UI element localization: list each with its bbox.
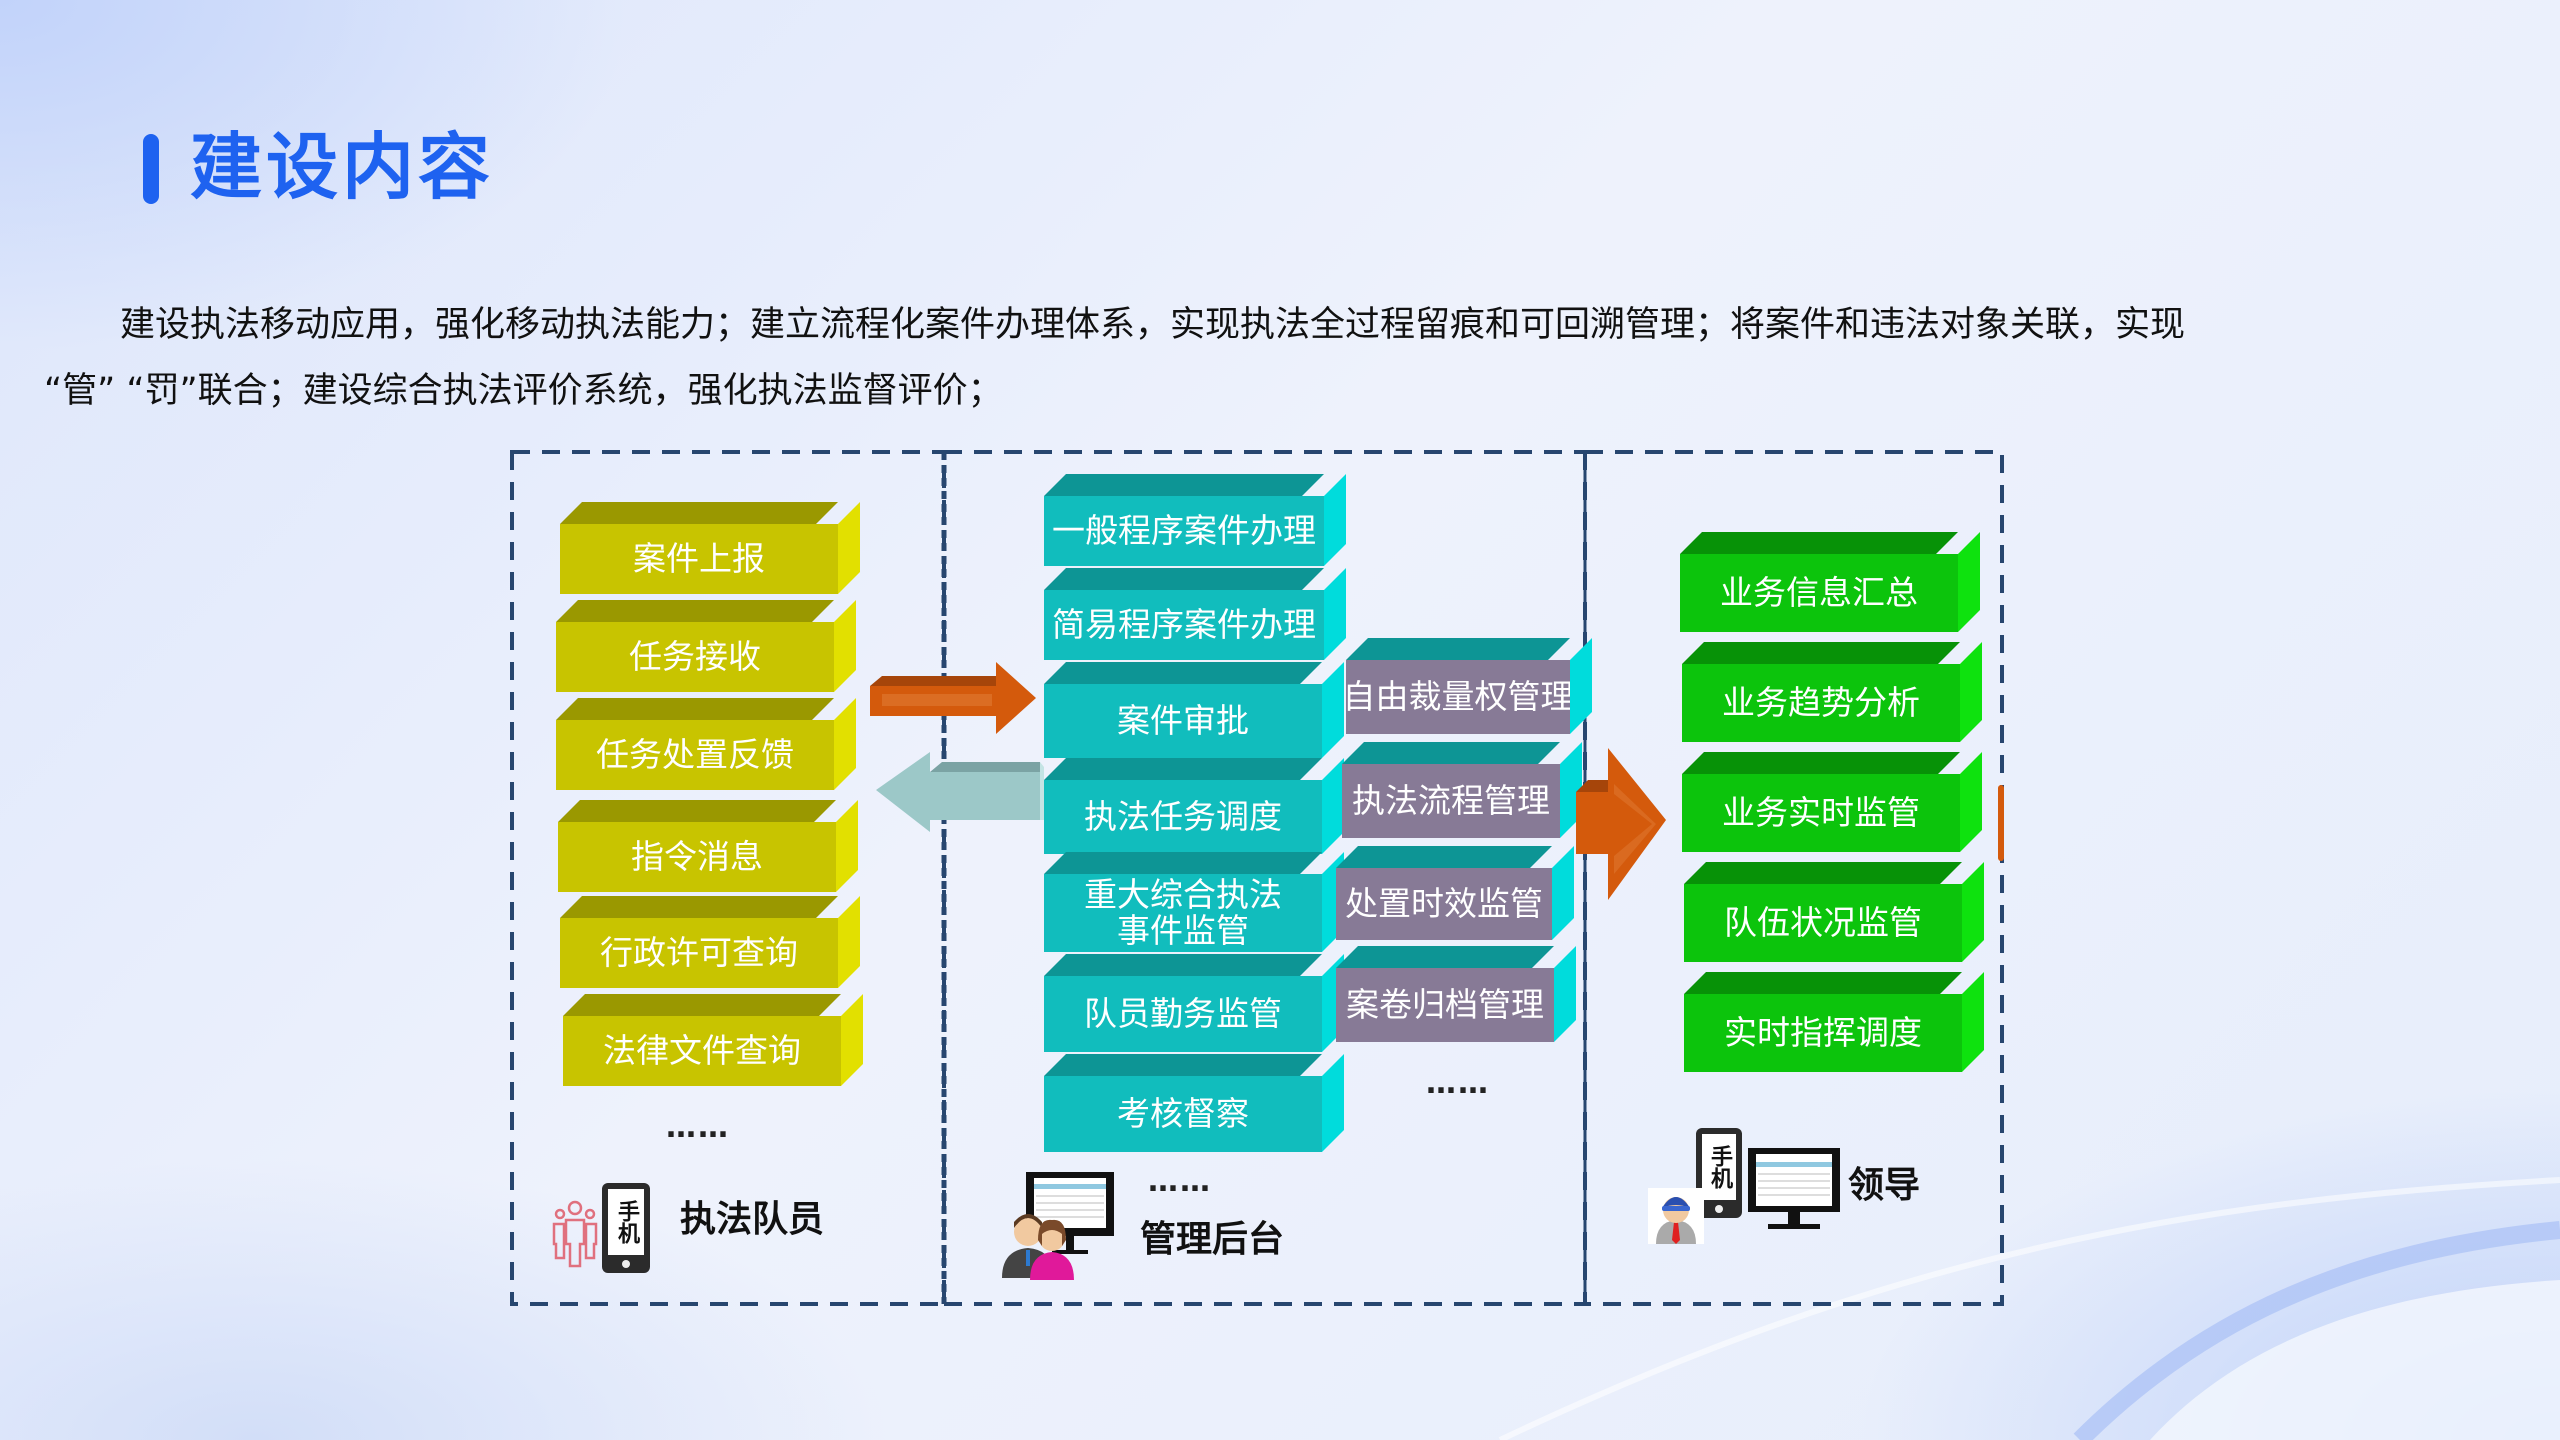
officer-item[interactable]: 任务接收 [556, 622, 834, 692]
backend-item[interactable]: 执法任务调度 [1044, 780, 1322, 854]
leader-item[interactable]: 业务趋势分析 [1682, 664, 1960, 742]
backend-side-item[interactable]: 执法流程管理 [1342, 764, 1560, 838]
leader-item[interactable]: 业务信息汇总 [1680, 554, 1958, 632]
phone-icon: 手机 [602, 1183, 650, 1273]
description: 建设执法移动应用，强化移动执法能力；建立流程化案件办理体系，实现执法全过程留痕和… [44, 292, 2344, 424]
officer-item[interactable]: 指令消息 [558, 822, 836, 892]
arrow-right-large-icon [1576, 748, 1666, 900]
officer-item[interactable]: 案件上报 [560, 524, 838, 594]
arrow-left-icon [876, 752, 1044, 832]
backend-item[interactable]: 考核督察 [1044, 1076, 1322, 1152]
description-line-1: 建设执法移动应用，强化移动执法能力；建立流程化案件办理体系，实现执法全过程留痕和… [120, 305, 2186, 345]
officer-role-label: 执法队员 [680, 1199, 825, 1240]
backend-item[interactable]: 简易程序案件办理 [1044, 590, 1324, 660]
description-line-2: “管” “罚”联合；建设综合执法评价系统，强化执法监督评价； [44, 371, 1003, 411]
backend-side-ellipsis: …… [1426, 1066, 1490, 1101]
leader-phone-label: 手机 [1702, 1134, 1736, 1200]
backend-side-item[interactable]: 自由裁量权管理 [1343, 660, 1570, 734]
officer-ellipsis: …… [666, 1110, 730, 1145]
backend-item[interactable]: 一般程序案件办理 [1044, 496, 1324, 566]
leader-item[interactable]: 实时指挥调度 [1684, 994, 1962, 1072]
title-accent-bar [143, 134, 159, 204]
backend-main-ellipsis: …… [1148, 1164, 1212, 1199]
leader-avatar-icon [1648, 1188, 1704, 1244]
backend-side-item[interactable]: 处置时效监管 [1336, 868, 1552, 940]
officer-item[interactable]: 行政许可查询 [560, 918, 838, 988]
backend-item[interactable]: 案件审批 [1044, 684, 1322, 758]
phone-label: 手机 [608, 1189, 644, 1255]
officer-item[interactable]: 任务处置反馈 [556, 720, 834, 790]
page-title: 建设内容 [190, 125, 495, 209]
backend-item[interactable]: 重大综合执法事件监管 [1044, 874, 1322, 952]
backend-side-item[interactable]: 案卷归档管理 [1336, 968, 1554, 1042]
admin-users-icon [1002, 1172, 1114, 1280]
leader-item[interactable]: 业务实时监管 [1682, 774, 1960, 852]
leader-role-label: 领导 [1848, 1165, 1921, 1206]
arrow-right-icon [870, 662, 1036, 734]
leader-monitor-icon [1748, 1148, 1840, 1229]
backend-item[interactable]: 队员勤务监管 [1044, 976, 1322, 1052]
officer-item[interactable]: 法律文件查询 [563, 1016, 841, 1086]
backend-role-label: 管理后台 [1140, 1219, 1285, 1260]
leader-item[interactable]: 队伍状况监管 [1684, 884, 1962, 962]
people-icon [552, 1200, 598, 1268]
